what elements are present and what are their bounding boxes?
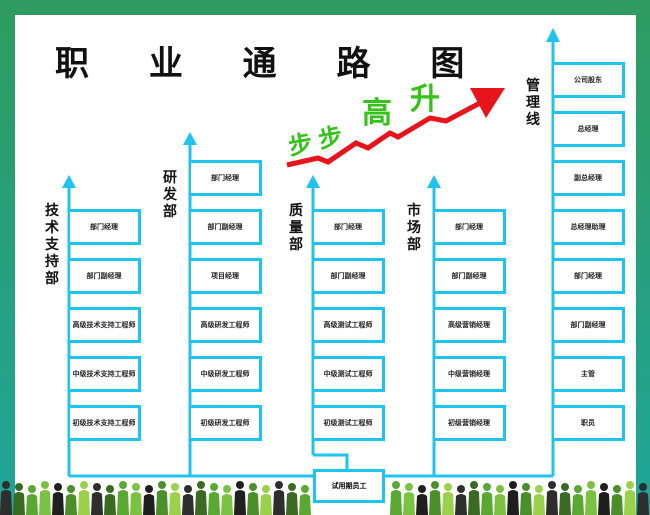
person-silhouette <box>39 481 51 515</box>
position-box: 项目经理 <box>191 258 262 294</box>
rising-arrow <box>286 88 505 168</box>
position-box: 部门经理 <box>70 209 141 245</box>
person-silhouette <box>403 483 415 515</box>
department-label: 管理线 <box>526 78 540 128</box>
position-box: 职员 <box>554 405 625 441</box>
person-silhouette <box>156 481 168 515</box>
position-box: 高级技术支持工程师 <box>70 307 141 343</box>
person-silhouette <box>481 483 493 515</box>
person-silhouette <box>117 481 129 515</box>
person-silhouette <box>546 481 558 515</box>
department-label: 市场部 <box>407 203 421 253</box>
position-box: 中级技术支持工程师 <box>70 356 141 392</box>
position-box: 中级测试工程师 <box>314 356 385 392</box>
page-title: 职 业 通 路 图 <box>55 44 489 84</box>
person-silhouette <box>442 483 454 515</box>
position-box: 部门经理 <box>314 209 385 245</box>
position-box: 部门经理 <box>554 258 625 294</box>
person-silhouette <box>247 483 259 515</box>
position-box: 公司股东 <box>554 62 625 98</box>
department-label: 研发部 <box>163 170 177 220</box>
person-silhouette <box>221 485 233 515</box>
person-silhouette <box>455 485 467 515</box>
person-silhouette <box>624 481 636 515</box>
person-silhouette <box>598 483 610 515</box>
people-silhouettes <box>0 481 649 515</box>
person-silhouette <box>468 481 480 515</box>
position-box: 部门经理 <box>191 160 262 196</box>
person-silhouette <box>637 483 649 515</box>
position-box: 主管 <box>554 356 625 392</box>
position-box: 高级测试工程师 <box>314 307 385 343</box>
person-silhouette <box>299 485 311 515</box>
position-box: 高级营销经理 <box>435 307 506 343</box>
person-silhouette <box>65 485 77 515</box>
person-silhouette <box>416 485 428 515</box>
department-label: 技术支持部 <box>45 203 59 287</box>
position-box: 总经理助理 <box>554 209 625 245</box>
position-box: 初级研发工程师 <box>191 405 262 441</box>
person-silhouette <box>507 481 519 515</box>
position-box: 初级测试工程师 <box>314 405 385 441</box>
person-silhouette <box>91 483 103 515</box>
position-box: 总经理 <box>554 111 625 147</box>
person-silhouette <box>260 485 272 515</box>
person-silhouette <box>494 485 506 515</box>
position-box: 高级研发工程师 <box>191 307 262 343</box>
position-box: 部门副经理 <box>191 209 262 245</box>
person-silhouette <box>533 485 545 515</box>
person-silhouette <box>169 483 181 515</box>
slogan-char: 高 <box>362 96 392 131</box>
position-box: 部门副经理 <box>314 258 385 294</box>
person-silhouette <box>585 481 597 515</box>
position-box: 部门副经理 <box>554 307 625 343</box>
person-silhouette <box>286 483 298 515</box>
person-silhouette <box>234 481 246 515</box>
person-silhouette <box>130 483 142 515</box>
person-silhouette <box>208 483 220 515</box>
person-silhouette <box>104 485 116 515</box>
entry-level-box: 试用期员工 <box>313 469 385 503</box>
person-silhouette <box>0 481 12 515</box>
person-silhouette <box>182 485 194 515</box>
position-box: 部门副经理 <box>435 258 506 294</box>
position-box: 副总经理 <box>554 160 625 196</box>
person-silhouette <box>559 483 571 515</box>
person-silhouette <box>273 481 285 515</box>
person-silhouette <box>52 483 64 515</box>
person-silhouette <box>572 485 584 515</box>
position-box: 初级营销经理 <box>435 405 506 441</box>
department-label: 质量部 <box>289 203 303 253</box>
person-silhouette <box>195 481 207 515</box>
position-box: 部门副经理 <box>70 258 141 294</box>
person-silhouette <box>390 481 402 515</box>
person-silhouette <box>78 481 90 515</box>
position-box: 初级技术支持工程师 <box>70 405 141 441</box>
position-box: 中级研发工程师 <box>191 356 262 392</box>
person-silhouette <box>26 485 38 515</box>
position-box: 中级营销经理 <box>435 356 506 392</box>
person-silhouette <box>13 483 25 515</box>
person-silhouette <box>520 483 532 515</box>
slogan-char: 升 <box>410 82 440 117</box>
person-silhouette <box>143 485 155 515</box>
person-silhouette <box>429 481 441 515</box>
position-box: 部门经理 <box>435 209 506 245</box>
person-silhouette <box>611 485 623 515</box>
